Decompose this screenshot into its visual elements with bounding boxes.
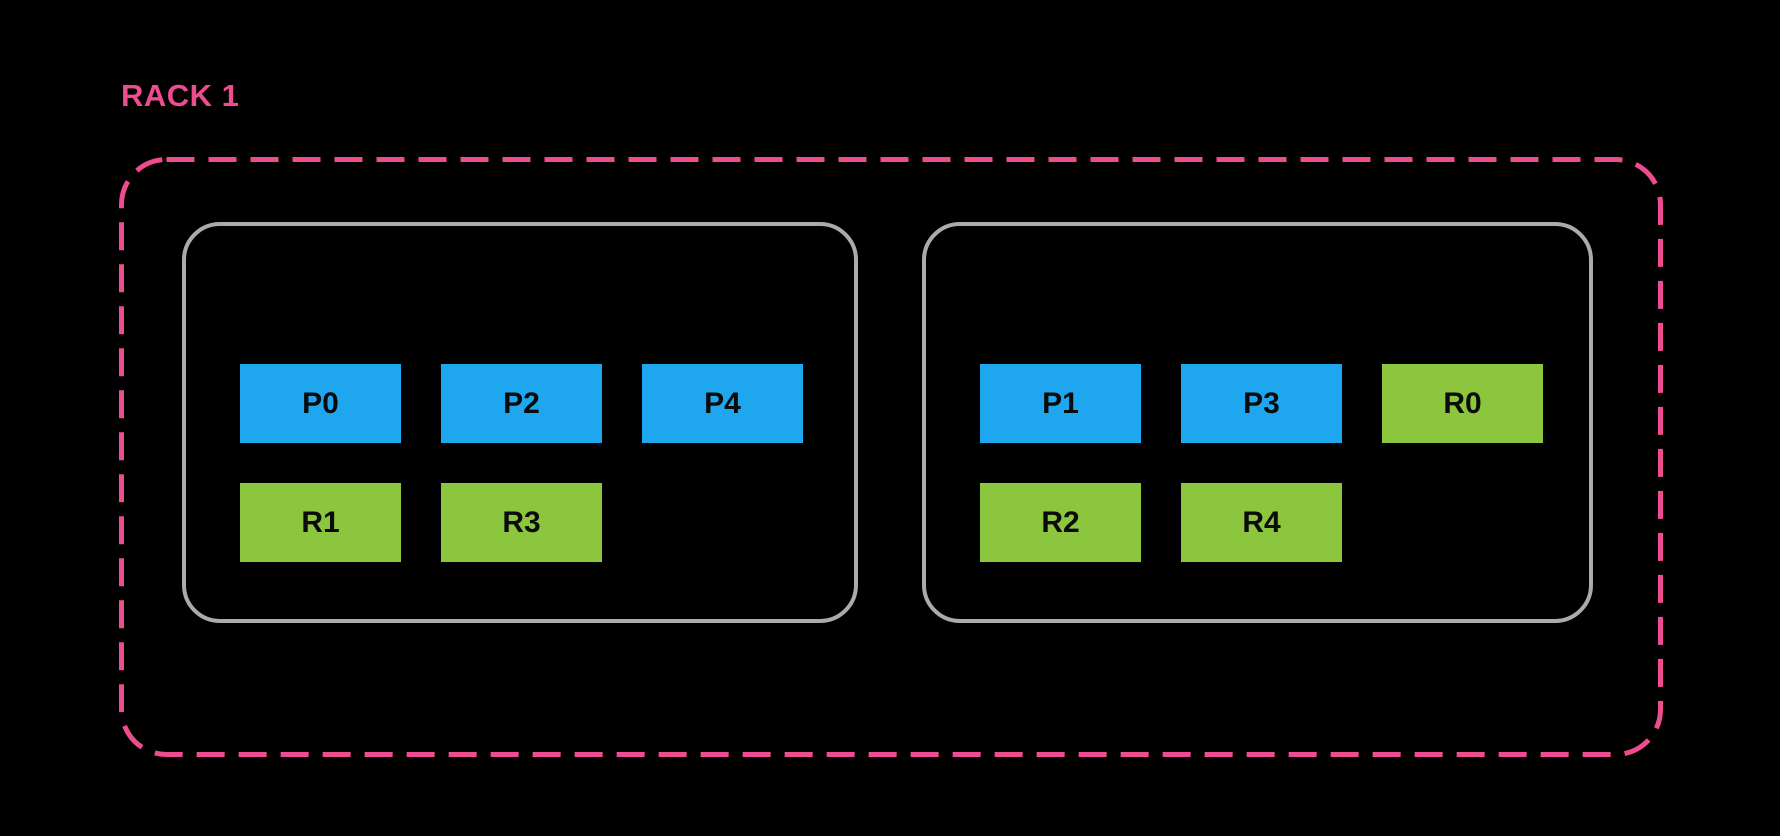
chip-row: P0 P2 P4	[240, 364, 803, 443]
chip-p4: P4	[642, 364, 803, 443]
chip-r0: R0	[1382, 364, 1543, 443]
chip-p2: P2	[441, 364, 602, 443]
chip-p0: P0	[240, 364, 401, 443]
chip-r1: R1	[240, 483, 401, 562]
node-box-right: P1 P3 R0 R2 R4	[922, 222, 1593, 623]
node-box-left: P0 P2 P4 R1 R3	[182, 222, 858, 623]
rack-title: RACK 1	[121, 78, 240, 113]
chip-p1: P1	[980, 364, 1141, 443]
chip-p3: P3	[1181, 364, 1342, 443]
chip-r4: R4	[1181, 483, 1342, 562]
chip-row: P1 P3 R0	[980, 364, 1543, 443]
chip-r3: R3	[441, 483, 602, 562]
chip-row: R2 R4	[980, 483, 1342, 562]
chip-row: R1 R3	[240, 483, 602, 562]
chip-r2: R2	[980, 483, 1141, 562]
rack-dashed-border	[119, 157, 1663, 757]
